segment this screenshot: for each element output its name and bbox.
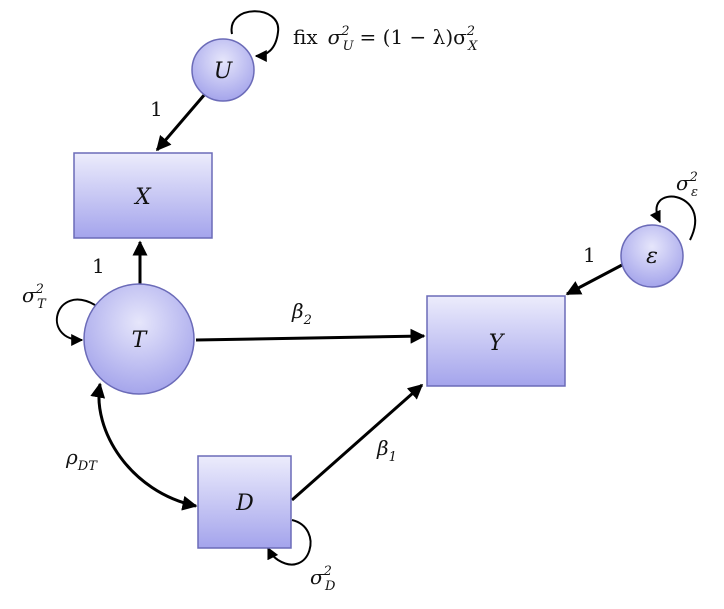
node-y xyxy=(426,295,566,387)
edge-u-to-x xyxy=(155,93,207,152)
edge-eps-to-y xyxy=(565,263,623,296)
node-d-label: D xyxy=(235,491,254,516)
edge-t-to-y xyxy=(195,328,426,344)
label-u-to-x: 1 xyxy=(150,97,163,121)
edge-d-to-y xyxy=(291,383,424,502)
edge-t-d-correlation xyxy=(90,382,198,511)
node-t-label: T xyxy=(132,328,149,353)
node-y-label: Y xyxy=(489,331,506,356)
node-epsilon-label: ε xyxy=(646,244,658,269)
variance-loop-t xyxy=(56,298,96,346)
variance-loop-eps xyxy=(649,195,697,241)
label-t-d-correlation: ρDT xyxy=(65,445,98,474)
node-x xyxy=(73,152,213,239)
variance-loop-d xyxy=(267,519,312,566)
variance-loop-u xyxy=(230,10,280,62)
label-t-to-x: 1 xyxy=(92,254,105,278)
label-eps-to-y: 1 xyxy=(583,243,596,267)
label-t-to-y: β2 xyxy=(291,299,312,328)
label-d-to-y: β1 xyxy=(376,436,397,465)
node-x-label: X xyxy=(133,185,152,210)
node-epsilon xyxy=(620,224,684,288)
node-d xyxy=(197,455,292,549)
node-u xyxy=(191,38,255,102)
node-u-label: U xyxy=(214,59,234,84)
node-t xyxy=(83,283,195,395)
